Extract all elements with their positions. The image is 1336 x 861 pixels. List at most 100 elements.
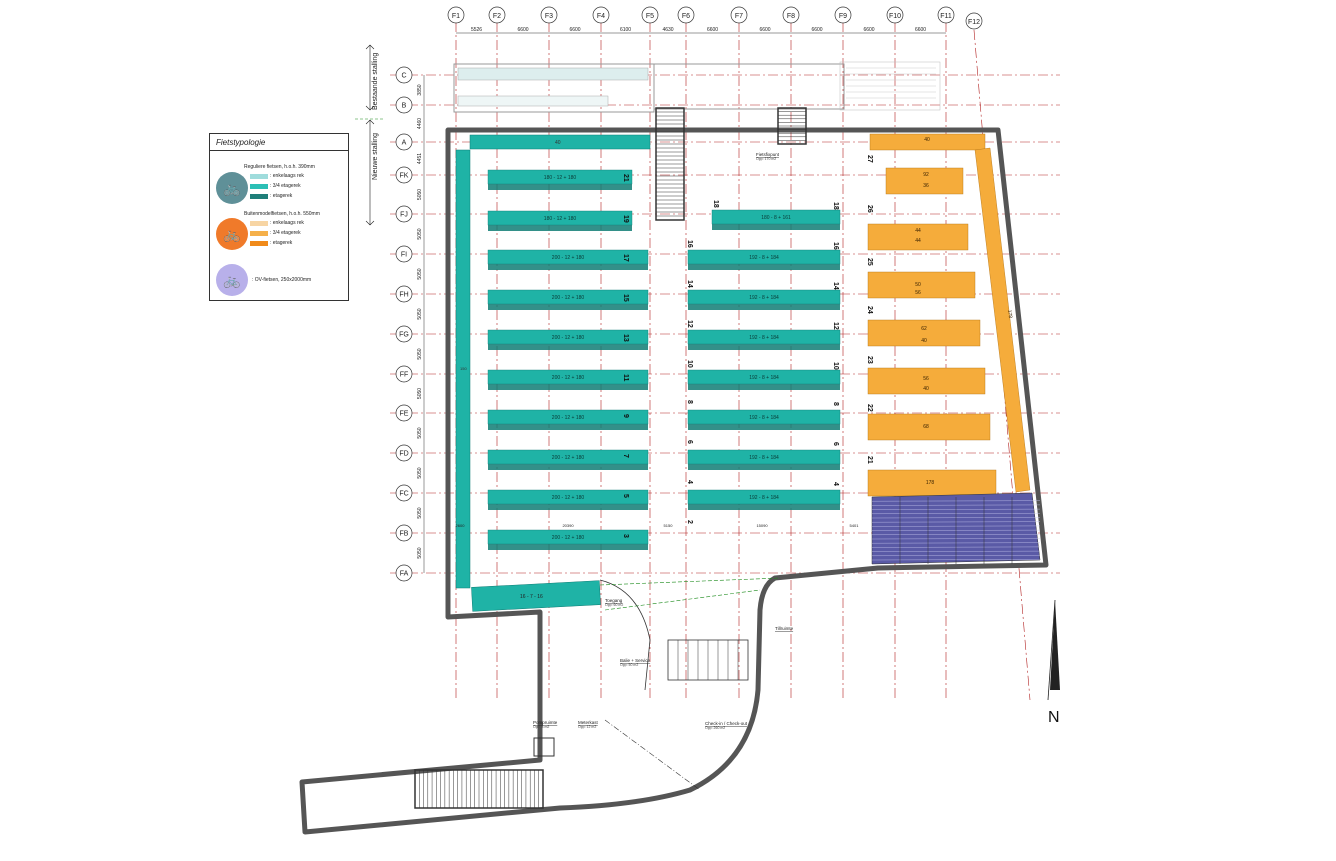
dim-label-bottom: 20390 — [562, 523, 574, 528]
legend-item-cargo-34: : 3/4 etagerek — [270, 230, 301, 236]
grid-label-col: F2 — [493, 13, 501, 20]
orange-rack-label: 40 — [923, 386, 929, 392]
ov-bike-icon: 🚲 — [216, 264, 248, 296]
dim-label-col: 5526 — [471, 27, 482, 33]
dim-label-col: 6600 — [811, 27, 822, 33]
grid-label-extra: F12 — [968, 19, 980, 26]
legend-group-3-title: : OV-fietsen, 250x2000mm — [252, 277, 312, 283]
dim-label-row: 4460 — [417, 118, 423, 129]
room-sub: Opp: 60 m2 — [605, 603, 623, 607]
grid-bubble-row — [395, 205, 413, 223]
dim-label-bottom: 2600 — [456, 523, 466, 528]
ramp-top-right — [777, 107, 807, 145]
teal-rack-label: 180 - 8 + 161 — [761, 215, 791, 221]
grid-bubble-row — [395, 133, 413, 151]
orange-side-label: 178 — [1006, 309, 1013, 318]
grid-label-col: F1 — [452, 13, 460, 20]
zone-number: 26 — [866, 205, 873, 213]
grid-bubble-row — [395, 285, 413, 303]
building-outline — [299, 127, 1049, 835]
orange-rack-label: 92 — [923, 172, 929, 178]
dim-label-bottom: 15090 — [756, 523, 768, 528]
row-number: 21 — [622, 174, 629, 182]
row-number: 19 — [622, 215, 629, 223]
grid-label-col: F6 — [682, 13, 690, 20]
dim-label-col: 6600 — [863, 27, 874, 33]
grid-bubble-row — [395, 444, 413, 462]
ramp-bottom — [414, 769, 544, 809]
bicycle-icon: 🚲 — [216, 172, 248, 204]
room-title: Balie + Service — [620, 658, 651, 663]
cargo-bike-icon: 🚲 — [216, 218, 248, 250]
zone-number: 22 — [866, 404, 873, 412]
teal-rack-label: 200 - 12 + 180 — [552, 375, 585, 381]
legend-swatch-cargo-single — [250, 221, 268, 226]
zone-number: 23 — [866, 356, 873, 364]
room-sub: Opp: 8 m2 — [533, 725, 549, 729]
legend-swatch-cargo-etage — [250, 241, 268, 246]
teal-rack-row-lower — [688, 264, 840, 270]
grid-label-row: FH — [399, 292, 408, 299]
ramp-top-left — [655, 107, 685, 221]
dim-label-row: 5050 — [417, 348, 423, 359]
orange-rack-label: 56 — [915, 290, 921, 296]
grid-bubble-col — [592, 6, 610, 24]
teal-top-label: 40 — [555, 140, 561, 146]
row-numbers: 2119171513119753181614121086421816141210… — [622, 155, 873, 538]
grid-label-row: FK — [400, 173, 409, 180]
teal-rack-row-lower — [688, 384, 840, 390]
teal-rack-label: 192 - 8 + 184 — [749, 495, 779, 501]
orange-rack-label: 36 — [923, 183, 929, 189]
dim-label-col: 6600 — [759, 27, 770, 33]
row-number: 14 — [832, 282, 839, 290]
row-number: 10 — [686, 360, 693, 368]
row-number: 11 — [622, 374, 629, 382]
room-sub: Opp: 50 m2 — [620, 663, 638, 667]
grid-label-row: FA — [400, 571, 409, 578]
row-number: 6 — [832, 442, 839, 446]
teal-rack-label: 200 - 12 + 180 — [552, 335, 585, 341]
service-entrance — [533, 577, 781, 791]
orange-side-rack — [974, 147, 1031, 493]
grid-bubble-extra — [965, 12, 983, 30]
grid-label-row: FF — [400, 372, 409, 379]
teal-bottom-rack — [471, 580, 601, 612]
row-number: 16 — [686, 240, 693, 248]
teal-side-label: 150 — [460, 366, 467, 371]
zone-number: 25 — [866, 258, 873, 266]
teal-rack-row-lower — [488, 225, 632, 231]
dim-label-row: 5050 — [417, 507, 423, 518]
new-stalling-label: Nieuwe stalling — [372, 133, 379, 180]
grid-bubble-row — [395, 325, 413, 343]
orange-rack-block — [867, 271, 976, 299]
orange-rack-label: 50 — [915, 282, 921, 288]
legend-item-regular-etage: : etagerek — [270, 193, 293, 199]
teal-rack-row-lower — [488, 304, 648, 310]
row-number: 8 — [832, 402, 839, 406]
room-title: Meterkast — [578, 720, 599, 725]
teal-side-rack — [455, 149, 471, 589]
room-title: Fietsfixpunt — [756, 152, 780, 157]
north-arrow-label: N — [1048, 709, 1060, 726]
grid-label-row: FJ — [400, 212, 408, 219]
room-sub: Opp: 170 m2 — [756, 157, 776, 161]
row-number: 2 — [686, 520, 693, 524]
legend-swatch-cargo-34 — [250, 231, 268, 236]
legend-swatch-regular-34 — [250, 184, 268, 189]
teal-rack-label: 192 - 8 + 184 — [749, 295, 779, 301]
row-number: 4 — [686, 480, 693, 484]
orange-rack — [869, 133, 986, 151]
north-arrow: N — [1047, 599, 1060, 726]
row-number: 13 — [622, 334, 629, 342]
row-number: 5 — [622, 494, 629, 498]
grid-label-row: FE — [400, 411, 409, 418]
room-sub: Opp: 12 m2 — [578, 725, 596, 729]
zone-number: 21 — [866, 456, 873, 464]
orange-rack-label: 44 — [915, 238, 921, 244]
dim-label-row: 5050 — [417, 308, 423, 319]
legend-item-regular-single: : enkelaags rek — [270, 173, 304, 179]
zone-number: 24 — [866, 306, 873, 314]
room-sub: Opp: 260 m2 — [705, 726, 725, 730]
